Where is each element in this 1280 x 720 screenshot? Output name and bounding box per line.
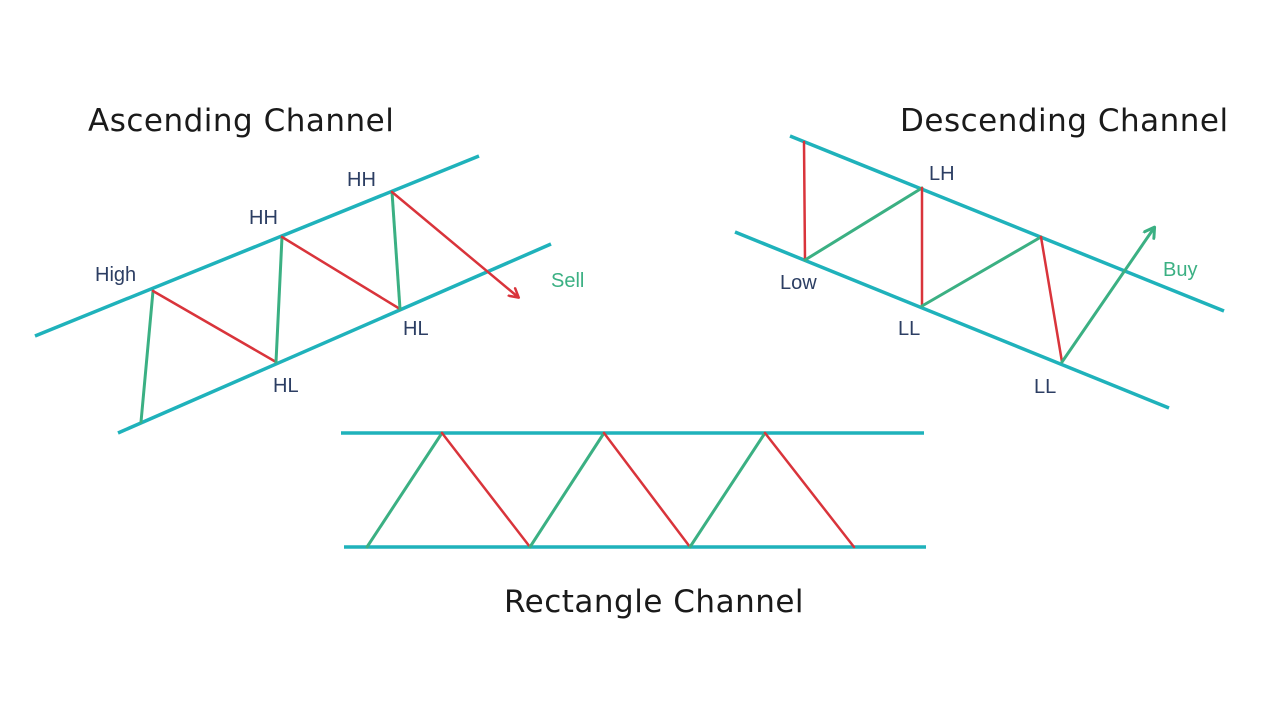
ascending-upper-line [34, 154, 480, 338]
ascending-channel-title: Ascending Channel [88, 103, 395, 139]
ascending-lower-line [117, 242, 552, 435]
ascending-up-leg [390, 190, 402, 311]
descending-down-leg [802, 140, 807, 262]
rectangle-up-leg [528, 431, 606, 549]
rectangle-down-leg [602, 431, 692, 549]
lower-low-label: LL [1034, 376, 1056, 398]
descending-channel: Low LH LL LL Buy [734, 134, 1225, 410]
higher-high-label: HH [249, 207, 278, 229]
descending-channel-title: Descending Channel [900, 103, 1229, 139]
sell-label: Sell [551, 270, 584, 292]
ascending-down-leg [280, 235, 402, 311]
rectangle-channel-title: Rectangle Channel [504, 584, 805, 620]
descending-up-leg [920, 235, 1043, 308]
descending-down-leg [1039, 235, 1064, 364]
high-label: High [95, 264, 136, 286]
buy-arrow [1060, 228, 1154, 364]
ascending-channel: High HH HH HL HL Sell [34, 154, 584, 435]
lower-high-label: LH [929, 163, 955, 185]
buy-label: Buy [1163, 259, 1197, 281]
higher-low-label: HL [273, 375, 299, 397]
rectangle-down-leg [763, 431, 856, 549]
higher-high-label: HH [347, 169, 376, 191]
higher-low-label: HL [403, 318, 429, 340]
descending-lower-line [734, 230, 1170, 410]
lower-low-label: LL [898, 318, 920, 340]
rectangle-up-leg [688, 431, 767, 549]
descending-up-leg [803, 186, 924, 262]
descending-upper-line [789, 134, 1225, 313]
ascending-up-leg [274, 235, 284, 364]
sell-arrow [390, 190, 518, 297]
ascending-up-leg [139, 289, 155, 424]
ascending-down-leg [151, 289, 278, 364]
rectangle-down-leg [440, 431, 532, 549]
low-label: Low [780, 272, 817, 294]
rectangle-channel [341, 431, 926, 549]
rectangle-up-leg [365, 431, 444, 549]
